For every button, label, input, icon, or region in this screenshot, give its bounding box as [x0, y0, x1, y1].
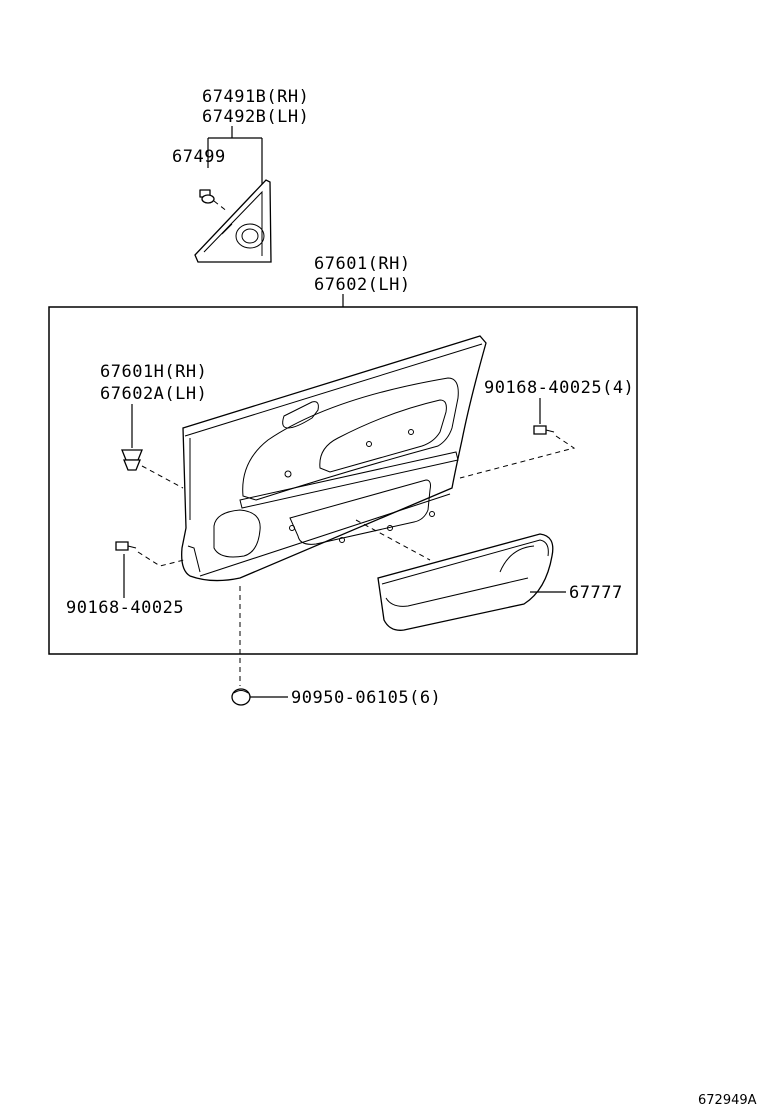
label-pillar-garnish-rh[interactable]: 67491B(RH) — [202, 87, 309, 107]
label-panel-sub-lh[interactable]: 67602A(LH) — [100, 384, 207, 404]
label-panel-sub-rh[interactable]: 67601H(RH) — [100, 362, 207, 382]
dash-pocket — [355, 519, 431, 561]
label-panel-assy-rh[interactable]: 67601(RH) — [314, 254, 411, 274]
label-screw-right[interactable]: 90168-40025(4) — [484, 378, 634, 398]
pillar-garnish-icon — [194, 179, 272, 263]
dash-screw-right — [459, 435, 576, 479]
label-pillar-garnish-lh[interactable]: 67492B(LH) — [202, 107, 309, 127]
figure-id: 672949A — [698, 1093, 757, 1108]
dash-panel-clip — [141, 465, 184, 489]
screw-right-icon — [533, 425, 555, 435]
leader-pillar-garnish — [207, 126, 263, 185]
dash-screw-left — [137, 551, 185, 567]
clip-67499-icon — [199, 189, 229, 213]
label-panel-assy-lh[interactable]: 67602(LH) — [314, 275, 411, 295]
panel-assy-box — [48, 306, 638, 655]
door-trim-panel-icon — [181, 335, 487, 582]
label-plug[interactable]: 90950-06105(6) — [291, 688, 441, 708]
panel-clip-icon — [121, 449, 143, 471]
label-pocket[interactable]: 67777 — [569, 583, 623, 603]
plug-icon — [231, 688, 251, 706]
label-screw-left[interactable]: 90168-40025 — [66, 598, 184, 618]
label-clip-67499[interactable]: 67499 — [172, 147, 226, 167]
screw-left-icon — [115, 541, 137, 551]
door-pocket-icon — [377, 533, 554, 631]
